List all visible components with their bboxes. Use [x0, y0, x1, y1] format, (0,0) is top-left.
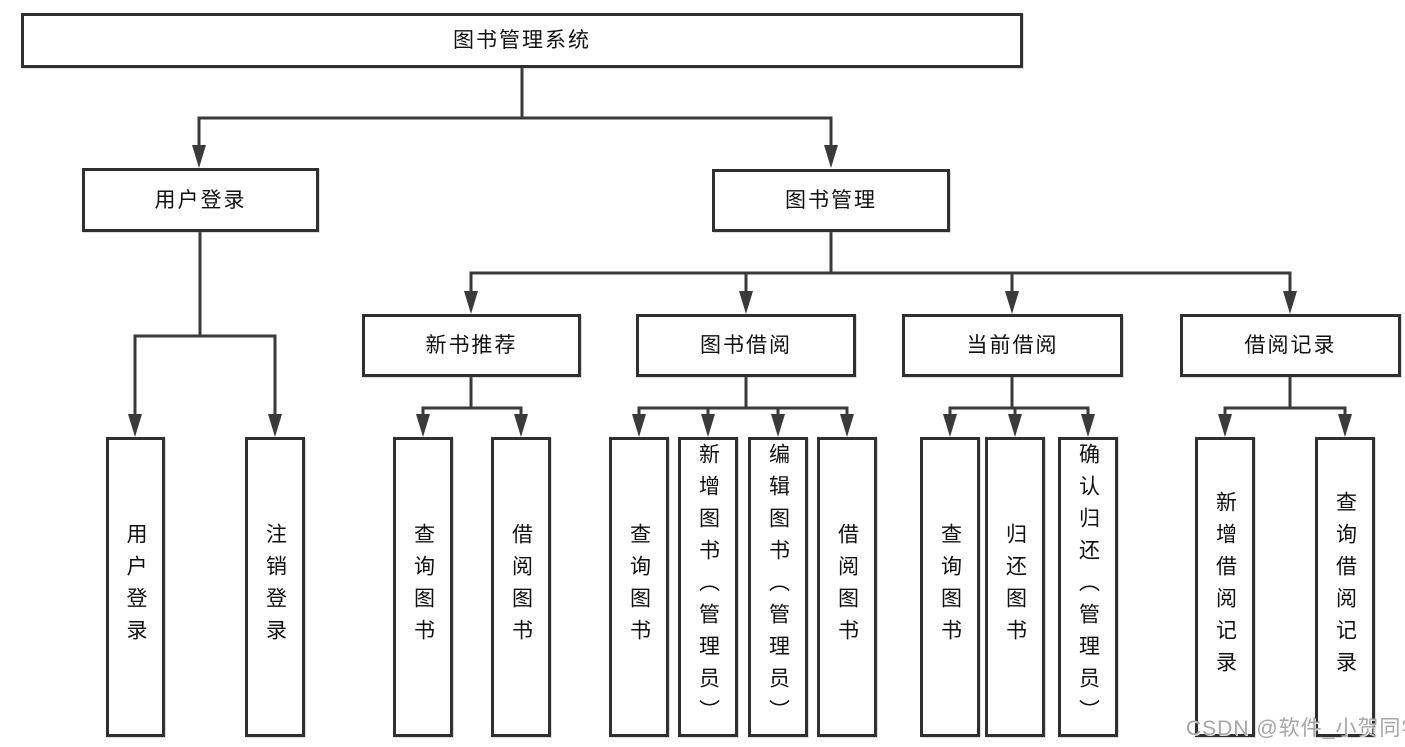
- node-borrowing-records: 借阅记录: [1180, 314, 1401, 377]
- node-book-borrowing: 图书借阅: [636, 314, 856, 377]
- leaf-query-books-recommend: 查询图书: [393, 437, 453, 737]
- leaf-borrow-books-borrowing: 借阅图书: [817, 437, 877, 737]
- node-user-login: 用户登录: [82, 168, 319, 232]
- connector-path: [133, 68, 1347, 418]
- leaf-return-books: 归还图书: [985, 437, 1045, 737]
- watermark: CSDN @软件_小贺同学: [1186, 717, 1405, 740]
- leaf-query-books-borrowing: 查询图书: [609, 437, 669, 737]
- leaf-borrow-books-recommend: 借阅图书: [491, 437, 551, 737]
- leaf-query-books-current: 查询图书: [920, 437, 980, 737]
- leaf-add-book-admin: 新增图书（管理员）: [678, 437, 738, 737]
- node-current-borrowing: 当前借阅: [902, 314, 1123, 377]
- leaf-confirm-return-admin: 确认归还（管理员）: [1058, 437, 1118, 737]
- node-library-system: 图书管理系统: [21, 13, 1023, 68]
- node-new-book-recommend: 新书推荐: [362, 314, 581, 377]
- leaf-query-borrow-record: 查询借阅记录: [1315, 437, 1375, 737]
- leaf-edit-book-admin: 编辑图书（管理员）: [748, 437, 808, 737]
- arrowheads: [128, 145, 1352, 437]
- leaf-add-borrow-record: 新增借阅记录: [1195, 437, 1255, 737]
- leaf-logout: 注销登录: [245, 437, 305, 737]
- node-book-management: 图书管理: [712, 169, 950, 232]
- leaf-user-login: 用户登录: [106, 437, 165, 737]
